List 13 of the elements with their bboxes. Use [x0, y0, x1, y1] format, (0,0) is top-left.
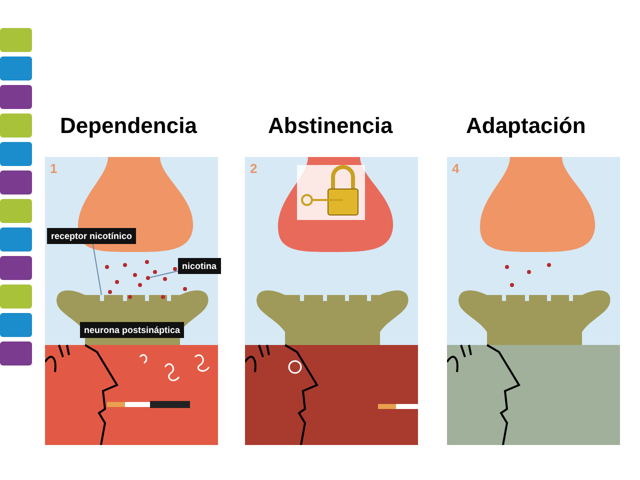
leader-line	[150, 270, 178, 278]
panel-number: 4	[452, 161, 460, 176]
panel-number: 2	[250, 161, 258, 176]
leader-line	[92, 244, 102, 296]
part-label: receptor nicotínico	[47, 228, 136, 244]
part-label: neurona postsináptica	[80, 322, 184, 338]
panel-title: Adaptación	[466, 113, 586, 139]
receptor-notch	[100, 295, 104, 301]
panel-title: Dependencia	[60, 113, 197, 139]
panel-title: Abstinencia	[268, 113, 393, 139]
panel-number: 1	[50, 161, 58, 176]
part-label: nicotina	[178, 258, 221, 274]
nicotine-dot	[146, 276, 150, 280]
